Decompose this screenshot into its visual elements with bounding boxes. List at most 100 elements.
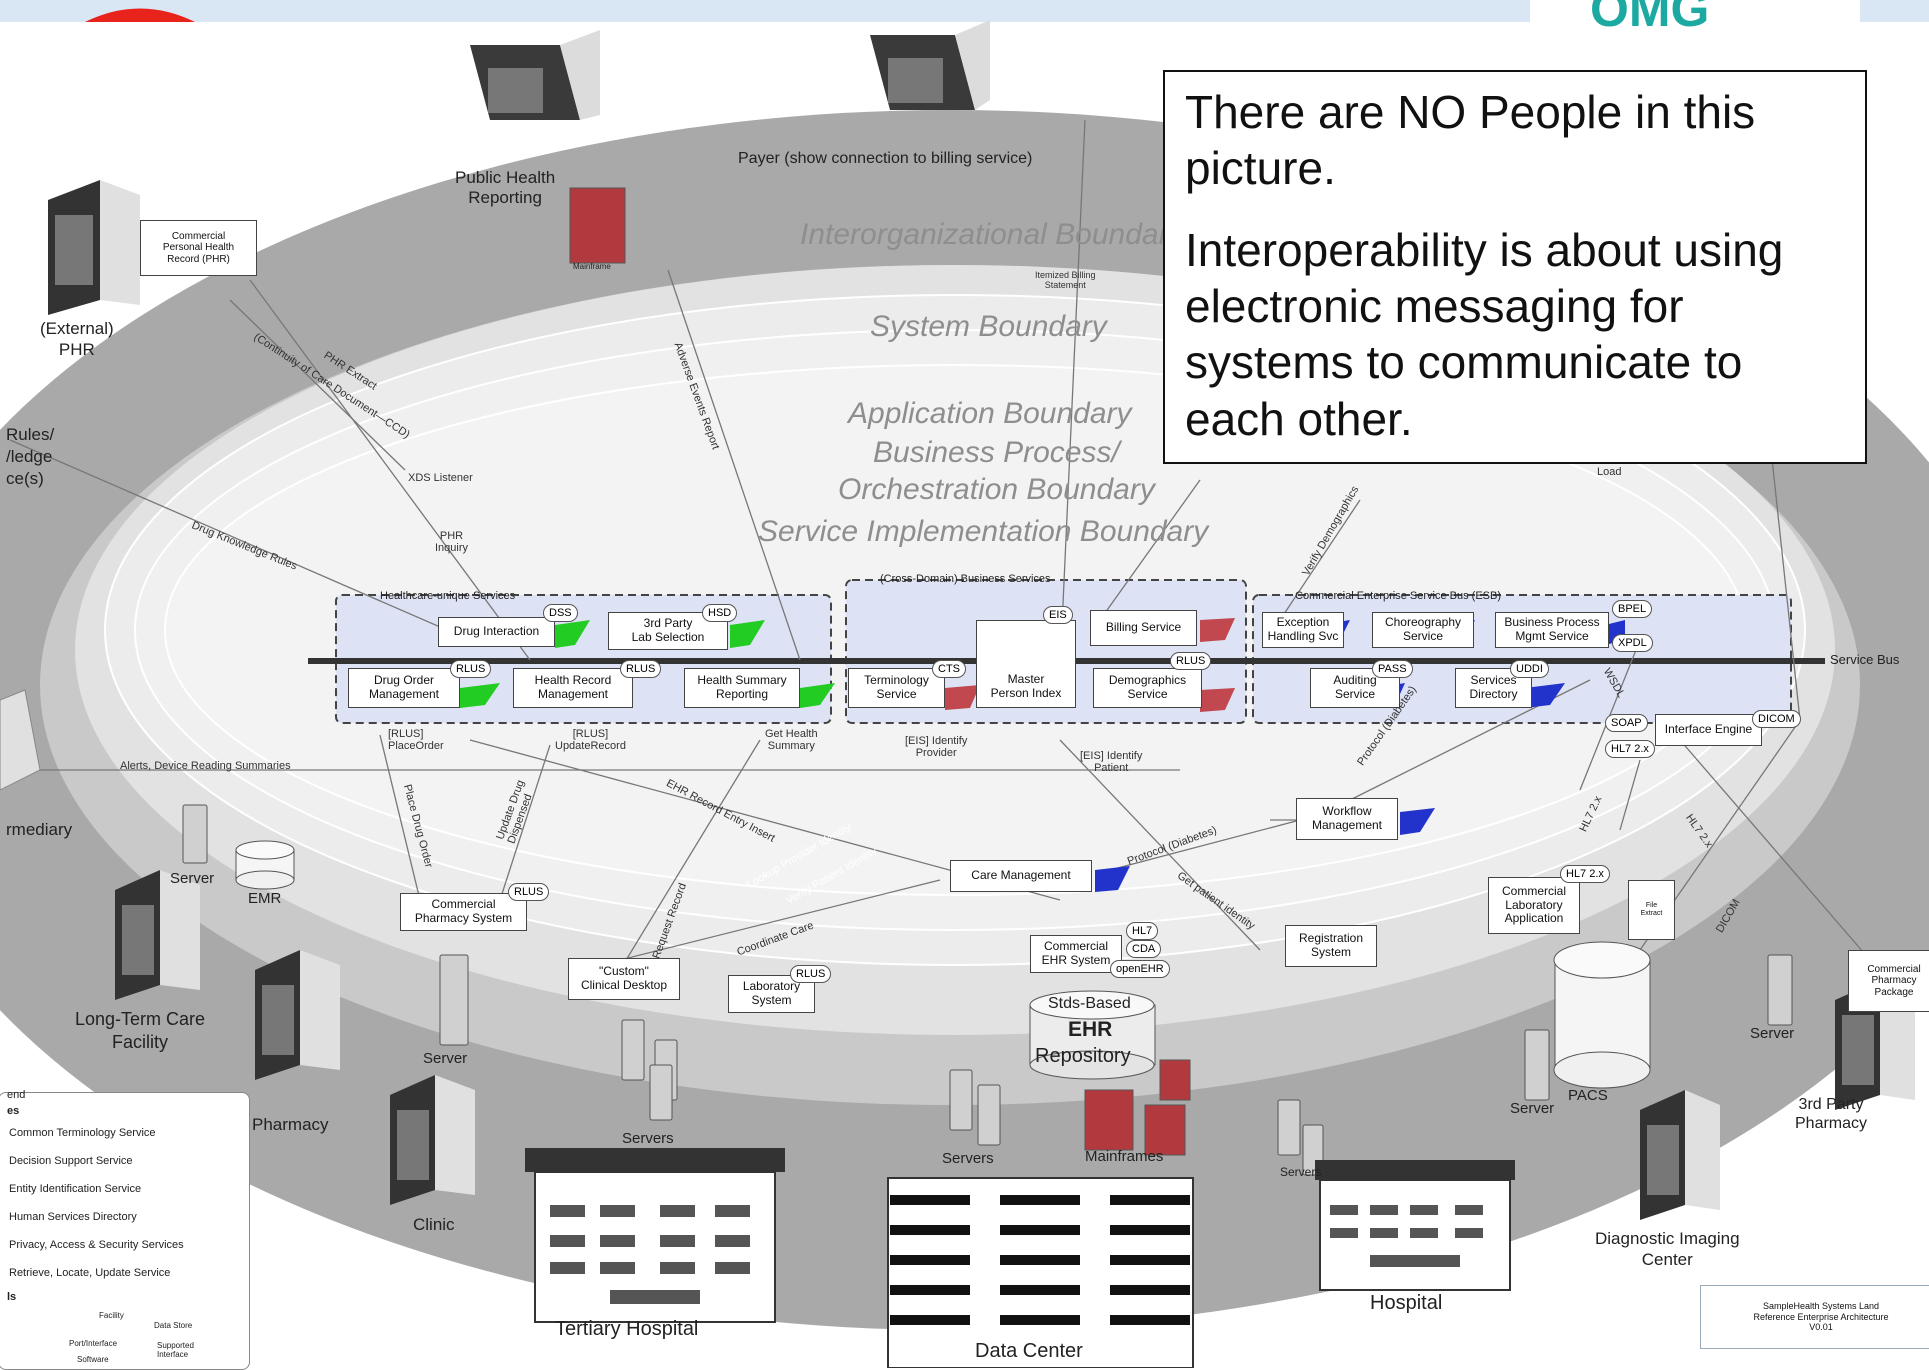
ehr-repository-icon [1029, 990, 1156, 1080]
legend-item-6: Retrieve, Locate, Update Service [9, 1267, 171, 1279]
legend-item-3: Entity Identification Service [9, 1183, 142, 1195]
legend-box: end es Common Terminology Service Decisi… [0, 1089, 250, 1370]
mpi-box: Master Person Index [976, 620, 1076, 708]
workflow-management-box: Workflow Management [1296, 798, 1398, 840]
server-a-icon [439, 954, 469, 1046]
legend-item-5: Privacy, Access & Security Services [9, 1239, 184, 1251]
intermediary-label: rmediary [6, 820, 73, 839]
commercial-phr-box: Commercial Personal Health Record (PHR) [140, 220, 257, 276]
service-implementation-boundary-label: Service Implementation Boundary [758, 515, 1209, 548]
legend-port: Port/Interface [69, 1339, 118, 1348]
commercial-ehr-box: Commercial EHR System [1030, 935, 1122, 973]
servers-dc-icon [949, 1069, 973, 1131]
legend-facility: Facility [99, 1311, 124, 1320]
server-emr-icon [182, 804, 208, 864]
dicom-tag: DICOM [1752, 710, 1801, 728]
note-box: There are NO People in this picture. Int… [1163, 70, 1867, 464]
legend-data-store: Data Store [154, 1321, 193, 1330]
external-phr-label: (External) PHR [40, 319, 114, 360]
health-summary-box: Health Summary Reporting [684, 668, 800, 708]
load-label: Load [1597, 466, 1622, 478]
interorganizational-boundary-label: Interorganizational Boundary [800, 218, 1184, 251]
legend-item-2: Decision Support Service [9, 1155, 133, 1167]
eis-patient-label: [EIS] Identify Patient [1080, 750, 1143, 774]
clinic-label: Clinic [413, 1215, 455, 1234]
commercial-pharmacy-box: Commercial Pharmacy System [400, 893, 527, 931]
hospital-label: Hospital [1370, 1292, 1443, 1314]
ehr-repository-label-1: Stds-Based [1048, 995, 1131, 1012]
commercial-lab-box: Commercial Laboratory Application [1488, 877, 1580, 934]
hl7-tag-1: HL7 2.x [1605, 740, 1655, 758]
mainframes-icon-1 [1084, 1089, 1134, 1151]
servers-h-icon [1277, 1099, 1301, 1156]
emr-label: EMR [248, 890, 282, 907]
services-directory-box: Services Directory [1455, 668, 1532, 708]
servers-th-icon-1 [621, 1019, 645, 1081]
hl7-tag-3: HL7 [1126, 922, 1159, 940]
choreography-box: Choreography Service [1372, 612, 1474, 648]
terminology-box: Terminology Service [848, 668, 945, 708]
pharmacy-label: Pharmacy [252, 1115, 329, 1134]
place-order-label: [RLUS] PlaceOrder [388, 728, 444, 752]
cross-domain-group-label: (Cross-Domain) Business Services [880, 573, 1051, 585]
pass-tag: PASS [1372, 660, 1413, 678]
server-3p-icon [1767, 954, 1793, 1026]
servers-h-label: Servers [1280, 1165, 1322, 1179]
clinic-facility-icon [390, 1075, 475, 1205]
eis-provider-label: [EIS] Identify Provider [905, 735, 968, 759]
xpdl-tag: XPDL [1612, 634, 1653, 652]
data-center-building [887, 1177, 1194, 1368]
xds-listener-label: XDS Listener [408, 472, 473, 484]
soap-tag: SOAP [1605, 714, 1648, 732]
mainframes-label: Mainframes [1085, 1148, 1164, 1165]
servers-th-label: Servers [622, 1130, 674, 1147]
alerts-label: Alerts, Device Reading Summaries [120, 760, 291, 772]
cda-tag: CDA [1126, 940, 1162, 958]
legend-item-1: Common Terminology Service [9, 1127, 156, 1139]
hsd-tag: HSD [702, 604, 738, 622]
bpm-service-box: Business Process Mgmt Service [1495, 612, 1609, 648]
system-boundary-label: System Boundary [870, 310, 1107, 343]
legend-item-4: Human Services Directory [9, 1211, 137, 1223]
dss-tag: DSS [543, 604, 578, 622]
care-management-box: Care Management [950, 860, 1092, 892]
mainframe-label: Mainframe [573, 262, 611, 271]
application-boundary-label: Application Boundary [848, 397, 1132, 430]
file-extract-box: File Extract [1628, 880, 1675, 940]
legend-subtitle: es [7, 1105, 20, 1117]
tertiary-hospital-building [525, 1148, 785, 1323]
esb-group-label: Commercial Enterprise Service Bus (ESB) [1295, 590, 1502, 602]
rules-label: Rules/ /ledge ce(s) [6, 425, 55, 489]
uddi-tag: UDDI [1510, 660, 1549, 678]
service-bus-label: Service Bus [1830, 652, 1900, 667]
mainframe-icon [569, 187, 626, 264]
third-party-pharmacy-label: 3rd Party Pharmacy [1795, 1096, 1868, 1133]
rlus-tag-3: RLUS [1170, 652, 1212, 670]
ltc-facility-icon [115, 870, 200, 1000]
get-health-label: Get Health Summary [765, 728, 818, 752]
server-pacs-label: Server [1510, 1100, 1555, 1117]
header-red-logo [85, 8, 195, 22]
demographics-box: Demographics Service [1093, 668, 1202, 708]
server-3p-label: Server [1750, 1025, 1795, 1042]
pacs-label: PACS [1568, 1087, 1608, 1104]
note-line-1: There are NO People in this picture. [1185, 86, 1756, 195]
intermediary-icon [0, 689, 41, 791]
drug-order-box: Drug Order Management [348, 668, 460, 708]
server-emr-label: Server [170, 870, 215, 887]
registration-box: Registration System [1285, 925, 1377, 967]
data-center-label: Data Center [975, 1340, 1083, 1362]
diagnostic-facility-icon [1640, 1090, 1720, 1220]
rlus-tag-1: RLUS [450, 660, 492, 678]
public-health-facility-icon [470, 30, 600, 120]
hl7-tag-2: HL7 2.x [1560, 865, 1610, 883]
public-health-label: Public Health Reporting [455, 168, 556, 208]
exception-handling-box: Exception Handling Svc [1262, 612, 1344, 648]
orchestration-boundary-label: Orchestration Boundary [838, 473, 1155, 506]
ehr-repository-label-3: Repository [1035, 1045, 1131, 1067]
pacs-datastore-icon [1553, 941, 1651, 1089]
external-phr-facility-icon [48, 180, 140, 315]
legend-title: end [7, 1089, 26, 1101]
hospital-building [1315, 1160, 1515, 1291]
